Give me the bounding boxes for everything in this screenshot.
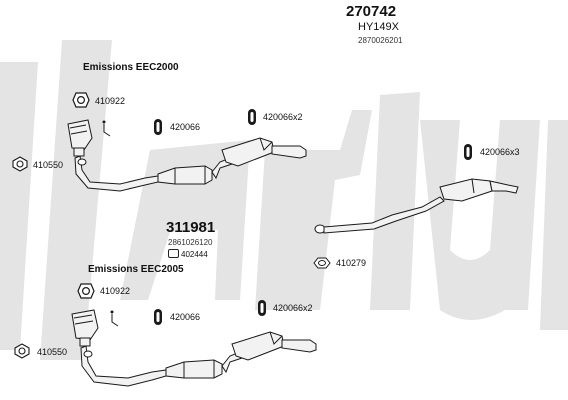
clamp-icon — [154, 119, 162, 135]
mount-icon — [464, 144, 472, 160]
part-flange-top: 410550 — [33, 160, 64, 170]
part-mount-right: 420066x3 — [480, 147, 520, 157]
exhaust-assembly-top — [67, 119, 307, 192]
exhaust-assembly-bottom — [71, 309, 317, 387]
middle-code: 311981 — [166, 219, 216, 236]
part-clamp-bottom: 420066 — [170, 312, 201, 322]
part-gasket-top: 410922 — [95, 96, 126, 106]
header-code: 270742 — [346, 3, 397, 20]
ring-icon — [313, 257, 331, 269]
header-reference: 2870026201 — [358, 36, 403, 45]
exhaust-assembly-right — [314, 178, 519, 234]
middle-reference: 2861026120 — [168, 238, 213, 247]
part-flange-bottom: 410550 — [37, 347, 68, 357]
mount-rear-icon — [258, 300, 266, 316]
header-model: HY149X — [358, 21, 399, 33]
kit-label: 402444 — [168, 249, 208, 259]
clamp-icon — [154, 309, 162, 325]
part-ring-right: 410279 — [336, 258, 367, 268]
gasket-icon — [72, 92, 90, 108]
part-mount-rear-bottom: 420066x2 — [273, 303, 313, 313]
flange-icon — [14, 343, 30, 359]
kit-number: 402444 — [181, 250, 208, 259]
section-title-eec2005: Emissions EEC2005 — [88, 264, 184, 275]
section-title-eec2000: Emissions EEC2000 — [83, 62, 179, 73]
flange-icon — [12, 156, 28, 172]
kit-icon — [168, 249, 179, 259]
part-clamp-top: 420066 — [170, 122, 201, 132]
part-mount-rear-top: 420066x2 — [263, 112, 303, 122]
part-gasket-bottom: 410922 — [100, 286, 131, 296]
mount-rear-icon — [248, 109, 256, 125]
gasket-icon — [77, 283, 95, 299]
